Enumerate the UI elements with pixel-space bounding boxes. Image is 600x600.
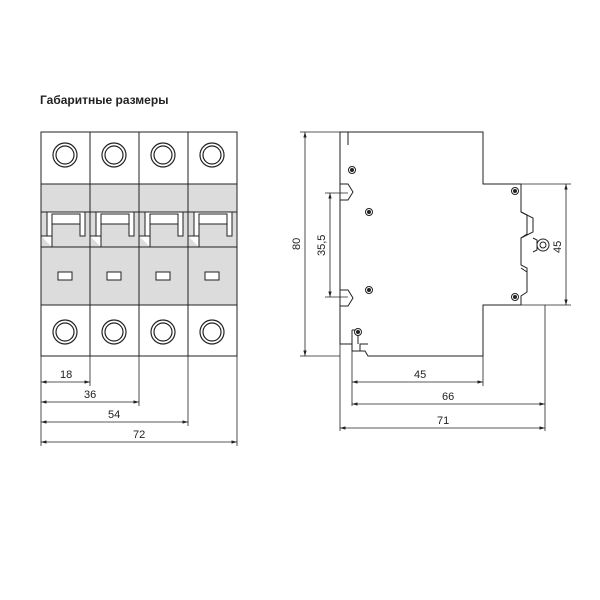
- front-view: [40, 131, 238, 357]
- drawing-title: Габаритные размеры: [40, 93, 169, 107]
- bottom-terminal-screws: [52, 319, 225, 345]
- dim-54-label: 54: [108, 409, 120, 421]
- indicator-windows: [57, 271, 220, 281]
- side-view: [339, 131, 528, 357]
- dim-72-label: 72: [133, 429, 145, 441]
- dim-36-label: 36: [84, 389, 96, 401]
- dim-80-label: 80: [291, 238, 303, 250]
- dim-45-right-label: 45: [552, 241, 564, 253]
- dim-66-label: 66: [442, 391, 454, 403]
- side-view-details: [340, 132, 534, 351]
- dim-18-label: 18: [60, 369, 72, 381]
- side-dimensions: [300, 131, 571, 431]
- side-view-rivets: [348, 166, 550, 336]
- handle-linkage: [41, 235, 200, 247]
- dim-71-label: 71: [437, 415, 449, 427]
- side-dimension-labels: 80 35,5 45 45 66 71: [291, 235, 564, 427]
- front-dimension-labels: 18 36 54 72: [60, 369, 145, 441]
- dim-35-5-label: 35,5: [316, 235, 328, 256]
- front-dimensions: [40, 356, 238, 446]
- top-terminal-screws: [52, 142, 225, 168]
- dim-45-label: 45: [414, 369, 426, 381]
